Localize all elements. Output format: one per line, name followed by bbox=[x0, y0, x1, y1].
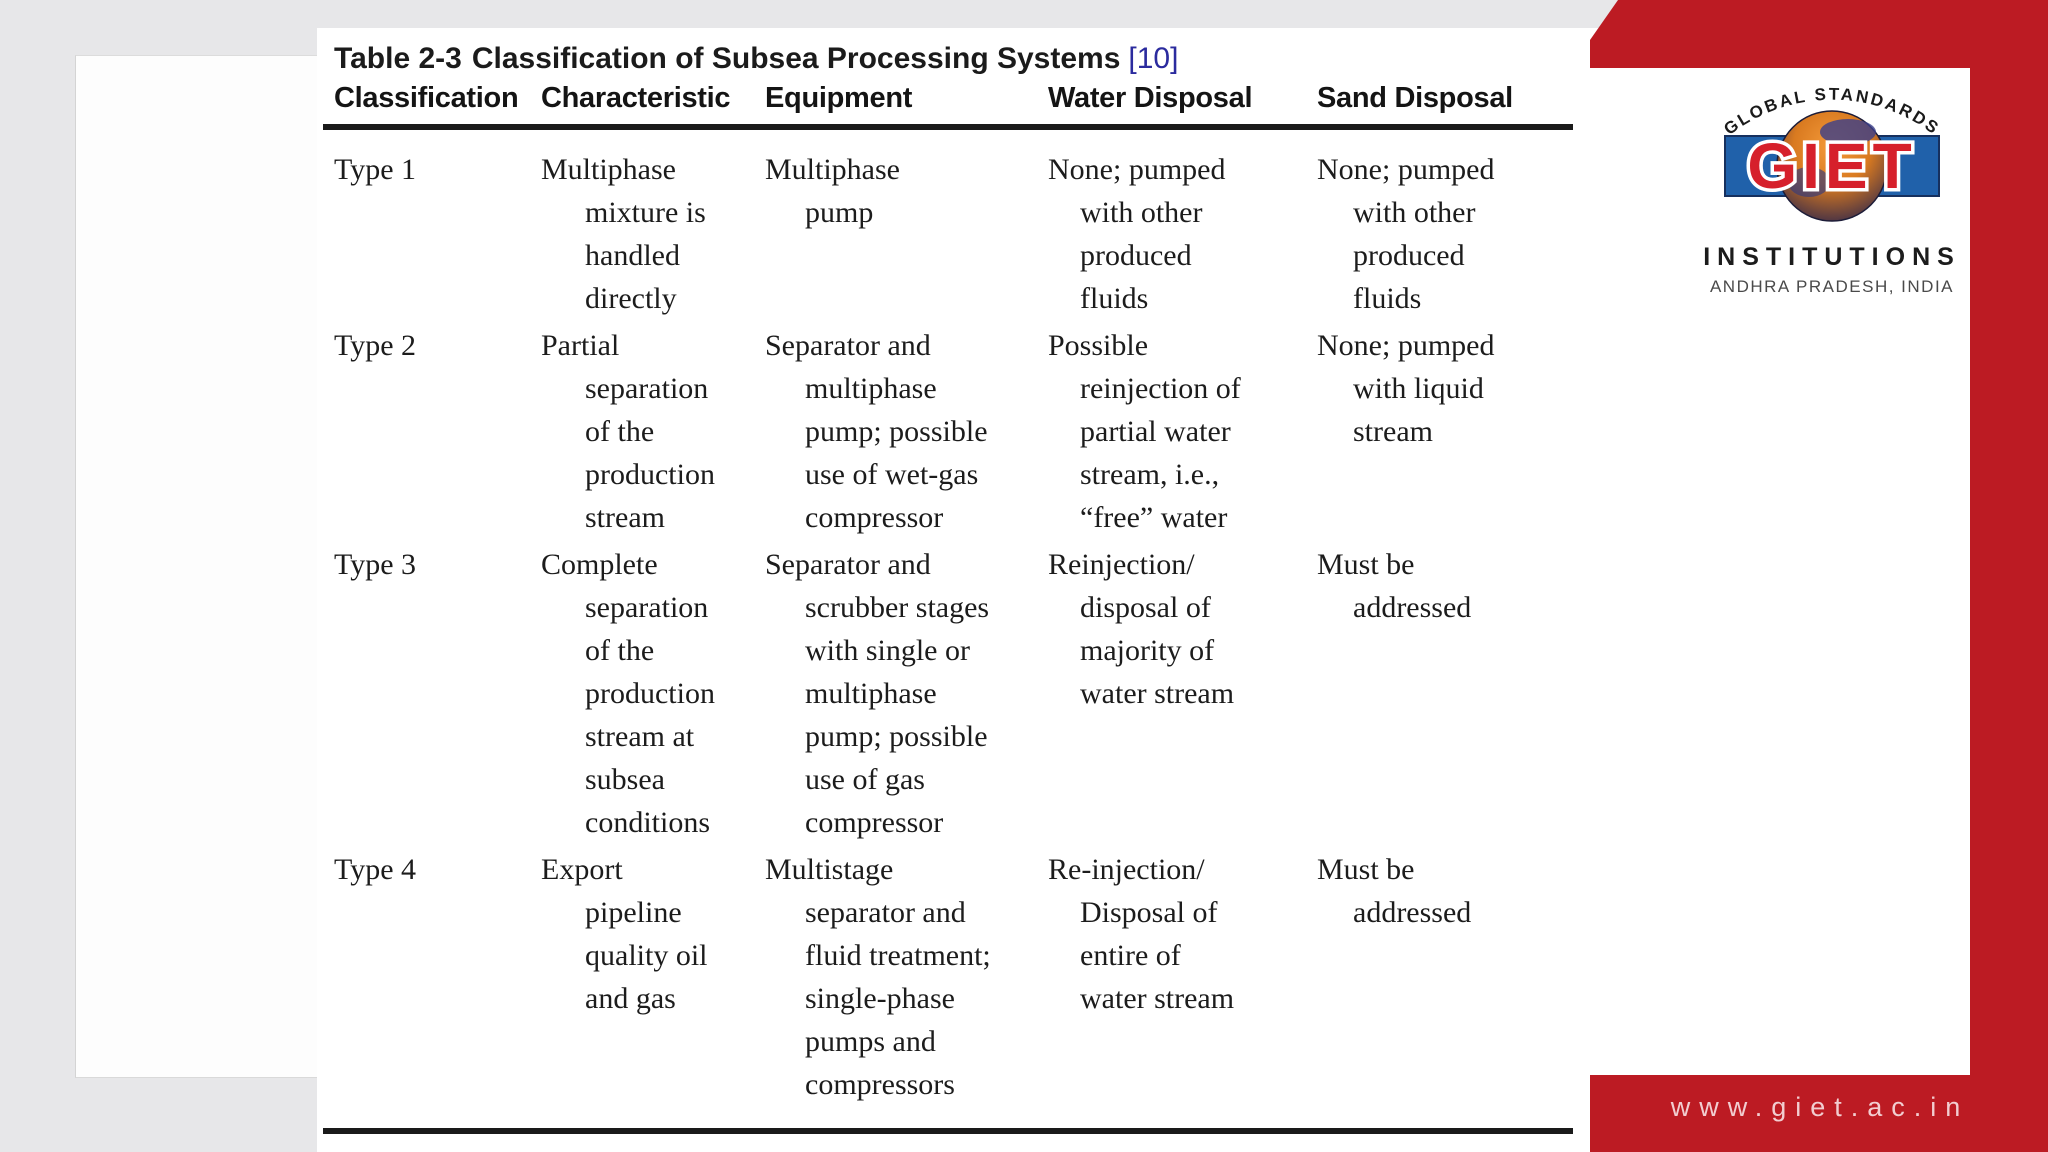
cell-equipment: Separator and scrubber stages with singl… bbox=[765, 548, 990, 839]
cell-characteristic: Export pipeline quality oil and gas bbox=[541, 853, 708, 1015]
cell-classification: Type 2 bbox=[334, 329, 417, 362]
website-url[interactable]: www.giet.ac.in bbox=[1670, 1092, 1970, 1122]
header-rule bbox=[323, 124, 1573, 130]
cell-water-disposal: Possible reinjection of partial water st… bbox=[1048, 329, 1241, 534]
cell-sand-disposal: None; pumped with liquid stream bbox=[1317, 329, 1495, 448]
cell-equipment: Multiphase pump bbox=[765, 153, 900, 229]
cell-characteristic: Complete separation of the production st… bbox=[541, 548, 715, 839]
cell-classification: Type 3 bbox=[334, 548, 417, 581]
cell-sand-disposal: Must be addressed bbox=[1317, 853, 1472, 929]
cell-sand-disposal: None; pumped with other produced fluids bbox=[1317, 153, 1495, 315]
cell-equipment: Separator and multiphase pump; possible … bbox=[765, 329, 988, 534]
giet-logo-emblem: GLOBAL STANDARDS GIET bbox=[1720, 85, 1941, 222]
cell-equipment: Multistage separator and fluid treatment… bbox=[765, 853, 991, 1101]
cell-classification: Type 1 bbox=[334, 153, 417, 186]
table-caption: Classification of Subsea Processing Syst… bbox=[471, 42, 1121, 75]
cell-characteristic: Multiphase mixture is handled directly bbox=[541, 153, 706, 315]
table-header-row: Classification Characteristic Equipment … bbox=[334, 82, 1573, 115]
cell-sand-disposal: Must be addressed bbox=[1317, 548, 1472, 624]
column-header-water-disposal: Water Disposal bbox=[1048, 82, 1253, 114]
giet-wordmark: GIET bbox=[1747, 130, 1916, 202]
cell-classification: Type 4 bbox=[334, 853, 417, 886]
column-header-sand-disposal: Sand Disposal bbox=[1317, 82, 1513, 114]
cell-water-disposal: Re-injection/ Disposal of entire of wate… bbox=[1048, 853, 1235, 1015]
logo-panel: GLOBAL STANDARDS GIET INSTITUTIONS ANDHR… bbox=[1590, 68, 1970, 1075]
globe-continent bbox=[1788, 167, 1830, 197]
org-location: ANDHRA PRADESH, INDIA bbox=[1709, 277, 1955, 296]
red-brand-frame: GLOBAL STANDARDS GIET INSTITUTIONS ANDHR… bbox=[1590, 0, 2048, 1152]
table-bottom-rule bbox=[323, 1128, 1573, 1134]
table-paper: Table 2-3 Classification of Subsea Proces… bbox=[317, 28, 1612, 1152]
table-body: Type 1 Multiphase mixture is handled dir… bbox=[334, 148, 1573, 1110]
giet-logo: GLOBAL STANDARDS GIET INSTITUTIONS ANDHR… bbox=[1682, 85, 1982, 297]
org-name: INSTITUTIONS bbox=[1703, 243, 1961, 271]
table-title: Table 2-3 Classification of Subsea Proces… bbox=[334, 42, 1573, 76]
table-number: Table 2-3 bbox=[334, 42, 462, 75]
column-header-equipment: Equipment bbox=[765, 82, 913, 114]
column-header-characteristic: Characteristic bbox=[541, 82, 731, 114]
cell-water-disposal: None; pumped with other produced fluids bbox=[1048, 153, 1226, 315]
subsea-processing-table: Table 2-3 Classification of Subsea Proces… bbox=[323, 28, 1573, 1110]
column-header-classification: Classification bbox=[334, 82, 519, 114]
globe-continent bbox=[1820, 119, 1876, 145]
cell-characteristic: Partial separation of the production str… bbox=[541, 329, 715, 534]
citation-link[interactable]: [10] bbox=[1128, 42, 1179, 75]
cell-water-disposal: Reinjection/ disposal of majority of wat… bbox=[1048, 548, 1235, 710]
slide-left-margin bbox=[75, 55, 317, 1078]
